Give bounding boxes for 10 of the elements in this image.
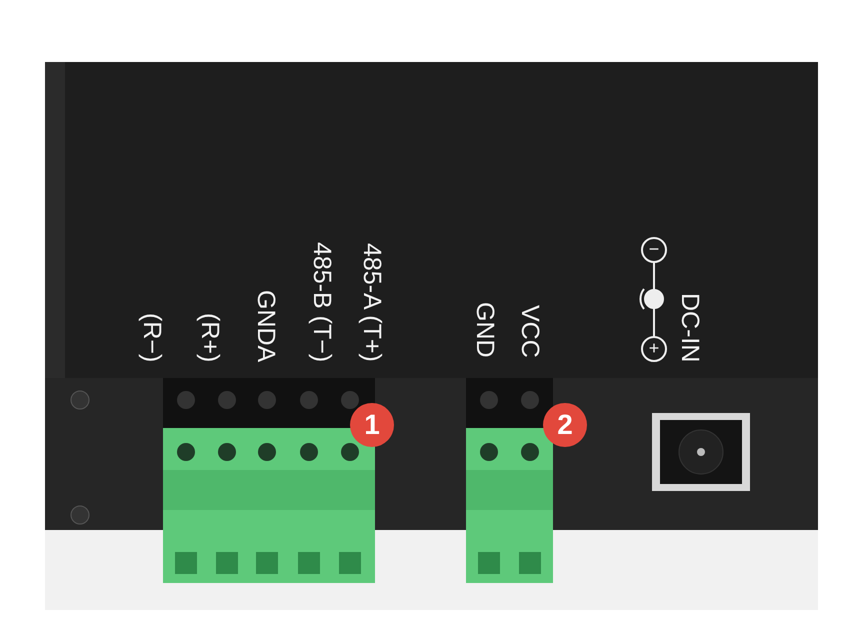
terminal-label: GND [471,302,499,358]
terminal-label: (R−) [138,312,166,362]
terminal-label: DC-IN [676,292,704,362]
terminal-label: VCC [516,305,544,358]
polarity-sign: + [648,339,660,357]
terminal-label: 485-A (T+) [358,243,386,362]
polarity-sign: − [648,240,660,258]
terminal-label: (R+) [196,312,224,362]
terminal-label: 485-B (T−) [308,242,336,362]
terminal-label: GNDA [252,290,280,362]
